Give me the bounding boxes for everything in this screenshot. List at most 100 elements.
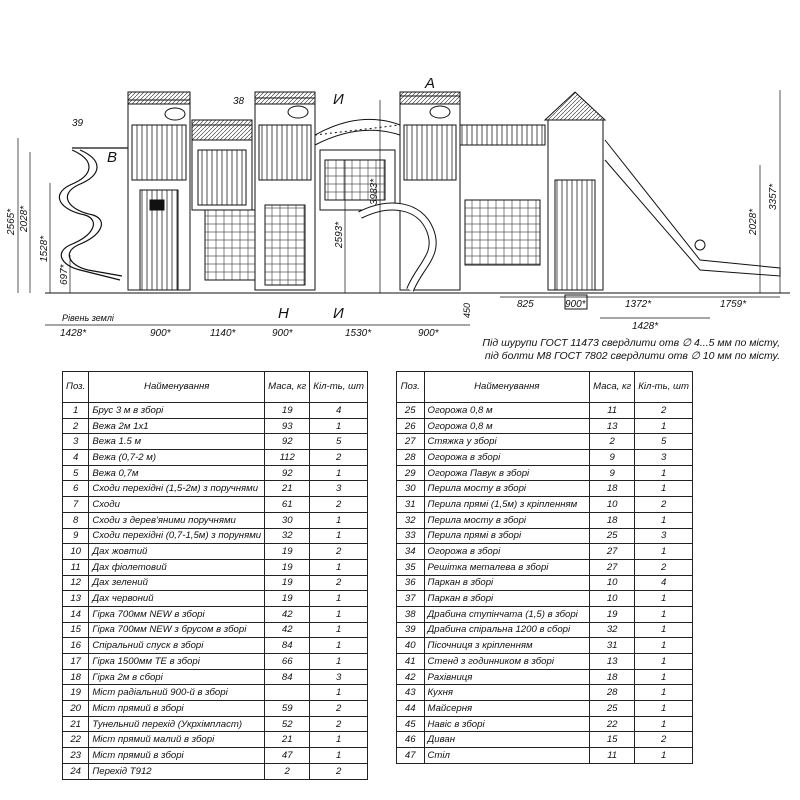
bottom-dim-1428: 1428*	[60, 328, 87, 339]
cell-name: Брус 3 м в зборі	[88, 402, 266, 419]
cell-name: Огорожа в зборі	[423, 449, 591, 466]
cell-mass: 84	[264, 637, 311, 654]
cell-qty: 1	[634, 715, 693, 733]
cell-mass: 25	[589, 527, 636, 545]
cell-mass: 11	[589, 747, 636, 764]
cell-qty: 1	[634, 511, 693, 529]
header-pos: Поз.	[61, 371, 90, 403]
bottom-dim-1530: 1530*	[345, 328, 372, 339]
cell-mass: 27	[589, 558, 636, 576]
cell-qty: 1	[634, 464, 693, 482]
cell-name: Міст прямий малий в зборі	[88, 731, 266, 749]
cell-pos: 17	[61, 653, 90, 670]
cell-name: Стіл	[423, 747, 591, 764]
cell-pos: 19	[61, 684, 90, 702]
cell-mass: 11	[589, 402, 636, 419]
cell-qty: 1	[634, 668, 693, 686]
header-mass: Маса, кг	[589, 371, 636, 403]
cell-qty: 2	[634, 558, 693, 576]
cell-qty: 1	[309, 417, 369, 435]
cell-name: Гірка 1500мм TE в зборі	[88, 653, 266, 670]
cell-pos: 18	[61, 668, 90, 686]
cell-pos: 39	[396, 621, 425, 639]
cell-name: Стенд з годинником в зборі	[423, 653, 591, 670]
cell-qty: 2	[634, 496, 693, 513]
cell-mass: 2	[589, 433, 636, 451]
cell-mass: 42	[264, 621, 311, 639]
cell-mass: 18	[589, 480, 636, 498]
cell-name: Перила мосту в зборі	[423, 480, 591, 498]
height-1528: 1528*	[39, 235, 50, 262]
cell-name: Гірка 700мм NEW з брусом в зборі	[88, 621, 266, 639]
cell-qty: 1	[309, 684, 369, 702]
cell-qty: 1	[634, 621, 693, 639]
cell-mass: 21	[264, 480, 311, 498]
cell-pos: 27	[396, 433, 425, 451]
cell-qty: 1	[634, 480, 693, 498]
cell-pos: 35	[396, 558, 425, 576]
cell-name: Перила прямі (1,5м) з кріпленням	[423, 496, 591, 513]
cell-pos: 33	[396, 527, 425, 545]
header-qty: Кіл-ть, шт	[634, 371, 693, 403]
cell-mass: 112	[264, 449, 311, 466]
right-dim-1428: 1428*	[632, 321, 659, 332]
arched-bridge	[314, 118, 401, 211]
label-i-bottom: И	[333, 305, 344, 322]
cell-qty: 1	[309, 621, 369, 639]
cell-pos: 42	[396, 668, 425, 686]
height-450: 450	[462, 303, 472, 318]
height-2565: 2565*	[6, 208, 17, 236]
cell-pos: 15	[61, 621, 90, 639]
cell-name: Диван	[423, 731, 591, 749]
cell-qty: 2	[309, 762, 369, 780]
cell-name: Гірка 2м в сборі	[88, 668, 266, 686]
cell-qty: 1	[634, 590, 693, 607]
label-i-top: И	[333, 91, 344, 108]
cell-pos: 4	[61, 449, 90, 466]
cell-name: Перехід Т912	[88, 762, 266, 780]
tower-2	[254, 91, 316, 291]
cell-qty: 1	[309, 747, 369, 764]
cell-mass: 13	[589, 653, 636, 670]
cell-name: Міст прямий в зборі	[88, 747, 266, 764]
header-name: Найменування	[423, 371, 591, 403]
cell-pos: 40	[396, 637, 425, 654]
cell-name: Перила прямі в зборі	[423, 527, 591, 545]
cell-name: Сходи з дерев'яними поручнями	[88, 511, 266, 529]
cell-name: Дах червоний	[88, 590, 266, 607]
cell-pos: 10	[61, 543, 90, 560]
cell-pos: 3	[61, 433, 90, 451]
cell-mass: 18	[589, 511, 636, 529]
cell-mass: 32	[264, 527, 311, 545]
bottom-dim-1140: 1140*	[210, 328, 237, 339]
playground-elevation-drawing: B 39 38 И A Н И Рівень землі 2565* 2028*…	[6, 75, 790, 339]
cell-qty: 2	[309, 543, 369, 560]
cell-mass: 13	[589, 417, 636, 435]
cell-qty: 1	[309, 527, 369, 545]
cell-mass: 2	[264, 762, 311, 780]
cell-mass: 27	[589, 543, 636, 560]
cell-mass: 19	[264, 402, 311, 419]
cell-pos: 47	[396, 747, 425, 764]
cell-name: Паркан в зборі	[423, 590, 591, 607]
cell-name: Кухня	[423, 684, 591, 702]
label-b: B	[107, 149, 117, 166]
parts-table-right: Поз. Найменування Маса, кг Кіл-ть, шт 25…	[396, 371, 693, 764]
cell-pos: 22	[61, 731, 90, 749]
bottom-dim-900-c: 900*	[418, 328, 440, 339]
cell-mass: 59	[264, 700, 311, 717]
cell-mass: 19	[264, 558, 311, 576]
